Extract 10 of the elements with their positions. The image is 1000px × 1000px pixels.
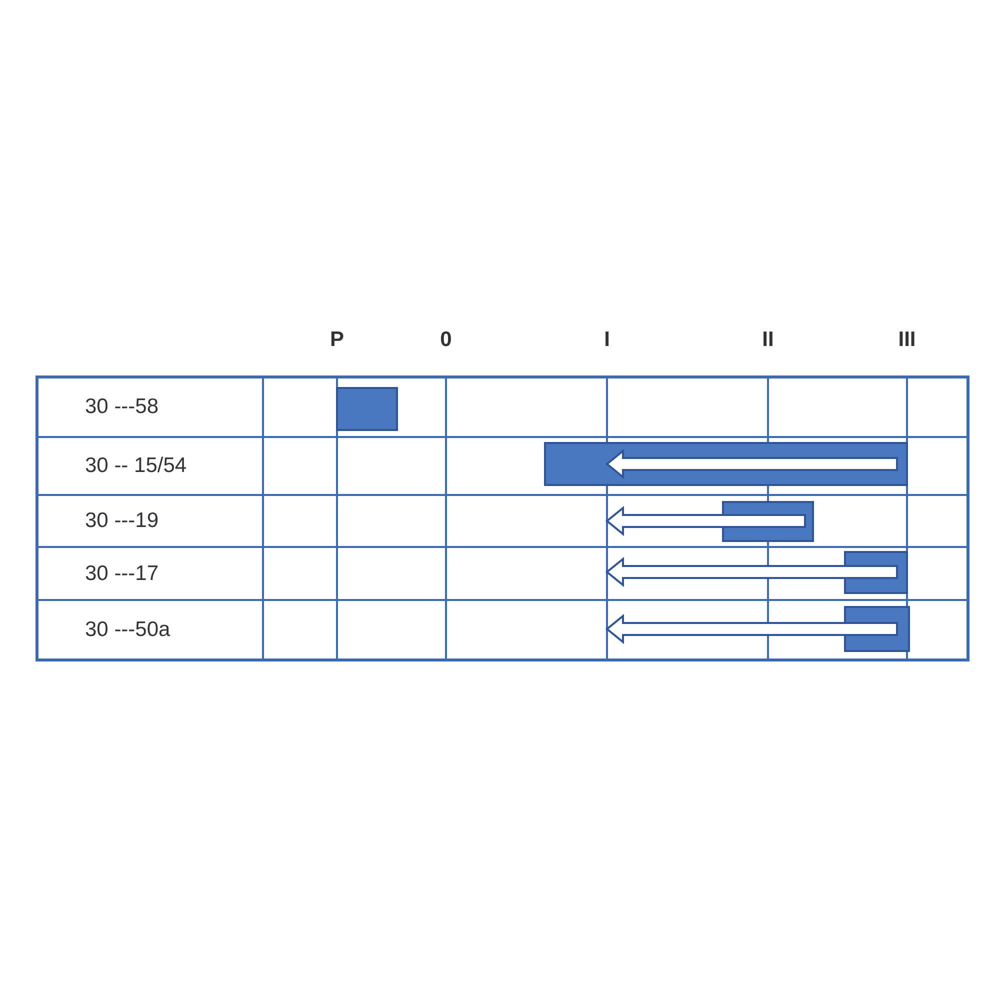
- column-header: III: [898, 328, 916, 352]
- row-label: 30 ---19: [85, 509, 159, 533]
- column-header: P: [330, 328, 344, 352]
- row-label: 30 -- 15/54: [85, 454, 187, 478]
- row-label: 30 ---50a: [85, 618, 170, 642]
- column-header: 0: [440, 328, 452, 352]
- row-label: 30 ---58: [85, 395, 159, 419]
- column-header: I: [604, 328, 610, 352]
- row-label: 30 ---17: [85, 562, 159, 586]
- column-header: II: [762, 328, 774, 352]
